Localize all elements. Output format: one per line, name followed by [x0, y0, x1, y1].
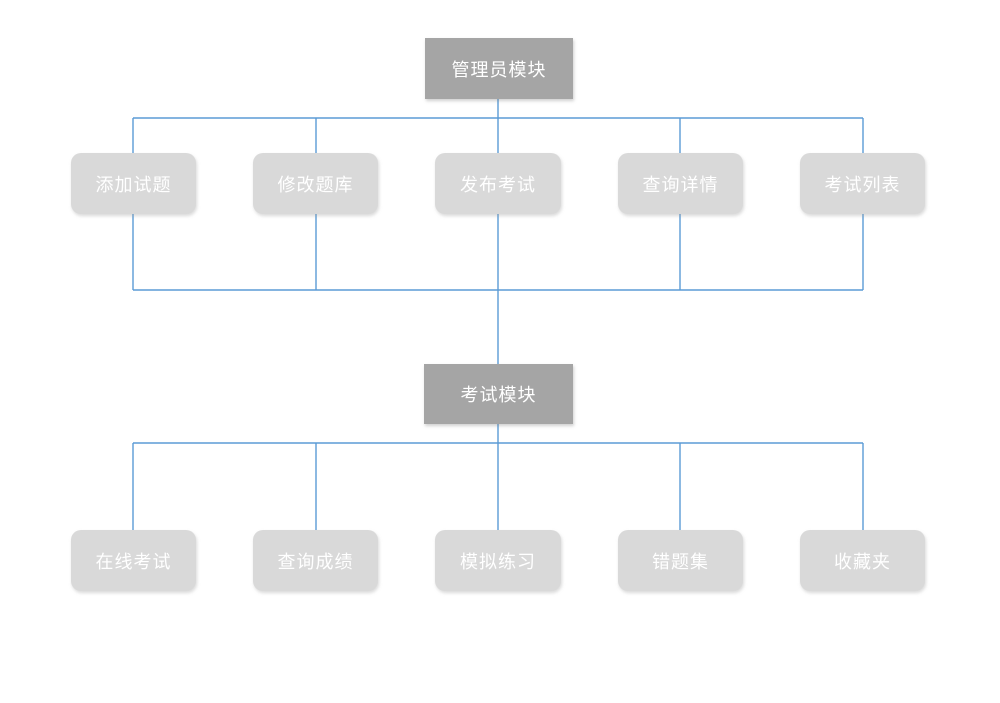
node-label: 查询详情: [642, 174, 719, 196]
node-label: 发布考试: [460, 174, 536, 196]
node-label: 查询成绩: [277, 551, 354, 573]
node-label: 考试列表: [824, 174, 901, 196]
node-publish-exam: 发布考试: [435, 153, 561, 214]
node-label: 收藏夹: [834, 551, 891, 573]
node-label: 添加试题: [95, 174, 172, 196]
node-online-exam: 在线考试: [71, 530, 196, 591]
admin-module-title: 管理员模块: [451, 59, 547, 81]
node-query-scores: 查询成绩: [253, 530, 378, 591]
node-label: 模拟练习: [460, 551, 536, 573]
node-label: 在线考试: [95, 551, 172, 573]
node-label: 错题集: [652, 551, 709, 573]
node-add-question: 添加试题: [71, 153, 196, 214]
node-exam-list: 考试列表: [800, 153, 925, 214]
node-edit-question-bank: 修改题库: [253, 153, 378, 214]
node-favorites: 收藏夹: [800, 530, 925, 591]
node-query-details: 查询详情: [618, 153, 743, 214]
exam-module-node: 考试模块: [424, 364, 573, 424]
exam-module-title: 考试模块: [460, 385, 537, 406]
admin-module-node: 管理员模块: [425, 38, 573, 99]
node-practice: 模拟练习: [435, 530, 561, 591]
node-label: 修改题库: [277, 174, 354, 196]
node-wrong-questions: 错题集: [618, 530, 743, 591]
